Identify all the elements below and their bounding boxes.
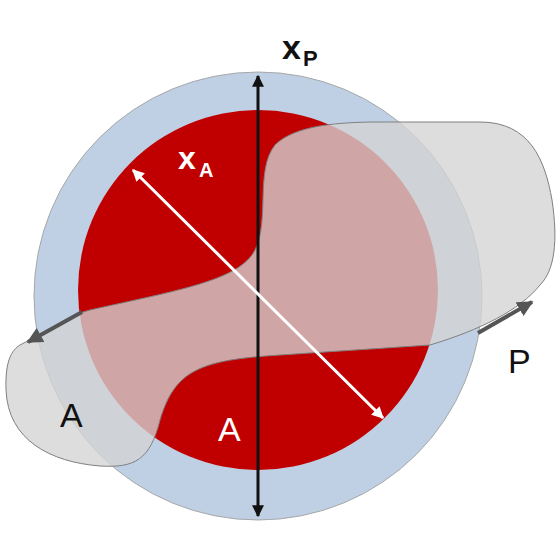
region-label: A	[218, 412, 241, 446]
dimension-subscript: A	[199, 160, 213, 180]
dimension-arrow	[133, 170, 383, 418]
region-label: P	[508, 344, 531, 378]
direction-arrow	[478, 302, 532, 333]
overlap-shape	[6, 122, 555, 466]
dimension-symbol: x	[178, 142, 196, 174]
direction-arrow	[28, 312, 82, 342]
dimension-subscript: P	[303, 48, 318, 70]
region-label: A	[60, 398, 83, 432]
dimension-symbol: x	[282, 30, 301, 64]
